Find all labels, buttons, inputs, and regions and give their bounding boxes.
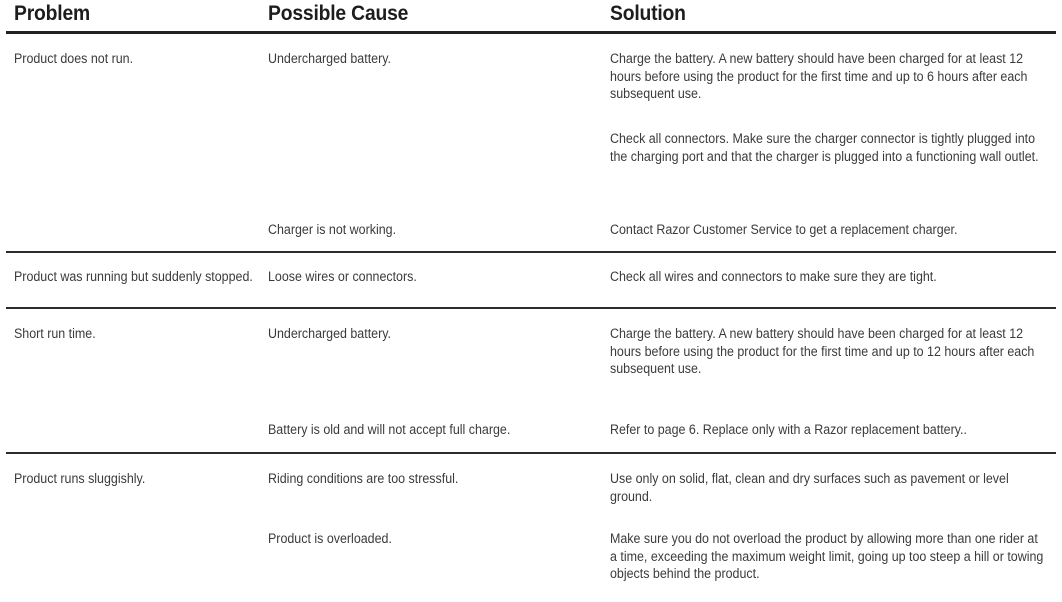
row-separator	[6, 307, 1056, 309]
column-header-solution: Solution	[610, 2, 686, 25]
cell-problem: Short run time.	[14, 326, 96, 341]
cell-possible-cause: Undercharged battery.	[268, 51, 391, 66]
cell-solution: Check all wires and connectors to make s…	[610, 269, 937, 284]
cell-solution: Contact Razor Customer Service to get a …	[610, 222, 958, 237]
cell-possible-cause: Undercharged battery.	[268, 326, 391, 341]
cell-solution: Make sure you do not overload the produc…	[610, 531, 1044, 581]
cell-possible-cause: Charger is not working.	[268, 222, 397, 237]
header-rule	[6, 31, 1056, 34]
cell-solution: Refer to page 6. Replace only with a Raz…	[610, 422, 967, 437]
column-header-possible-cause: Possible Cause	[268, 2, 409, 25]
cell-problem: Product runs sluggishly.	[14, 471, 146, 486]
cell-possible-cause: Product is overloaded.	[268, 531, 392, 546]
cell-possible-cause: Riding conditions are too stressful.	[268, 471, 459, 486]
cell-possible-cause: Loose wires or connectors.	[268, 269, 417, 284]
cell-problem: Product was running but suddenly stopped…	[14, 269, 253, 284]
cell-solution: Charge the battery. A new battery should…	[610, 51, 1028, 101]
cell-solution: Charge the battery. A new battery should…	[610, 326, 1035, 376]
cell-solution: Check all connectors. Make sure the char…	[610, 131, 1039, 164]
row-separator	[6, 251, 1056, 253]
cell-problem: Product does not run.	[14, 51, 134, 66]
column-header-problem: Problem	[14, 2, 91, 25]
cell-possible-cause: Battery is old and will not accept full …	[268, 422, 511, 437]
cell-solution: Use only on solid, flat, clean and dry s…	[610, 471, 1009, 504]
row-separator	[6, 452, 1056, 454]
table-header-row: Problem Possible Cause Solution	[0, 0, 1062, 35]
